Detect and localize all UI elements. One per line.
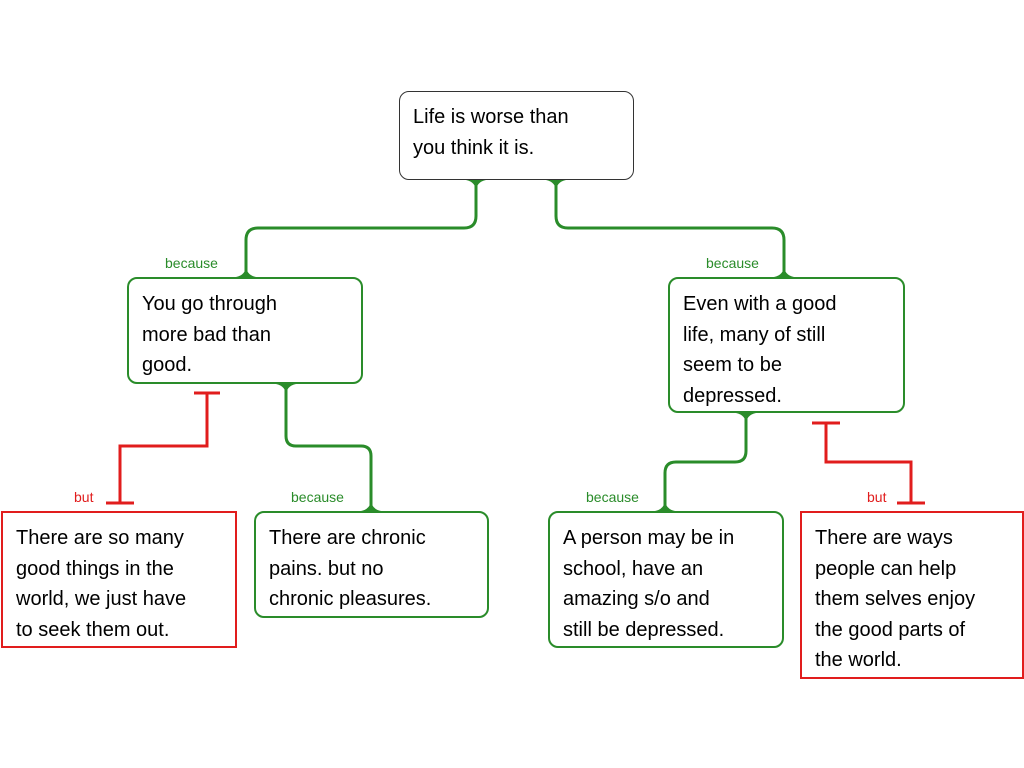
because-label: because [165, 255, 218, 271]
reason-text: You go through more bad than good. [142, 293, 277, 376]
objection-text: There are so many good things in the wor… [16, 527, 187, 641]
reason-text: Even with a good life, many of still see… [683, 293, 837, 407]
objection-text: There are ways people can help them selv… [815, 527, 976, 671]
reason-text: There are chronic pains. but no chronic … [269, 527, 432, 610]
but-label: but [74, 489, 94, 505]
connector-notch [276, 384, 296, 396]
connector-notch [774, 265, 794, 277]
claim-box[interactable]: Life is worse than you think it is. [399, 91, 634, 180]
connector-claim-to-reason-right [554, 181, 786, 277]
connector-reason-left-to-sub [284, 385, 373, 511]
because-label: because [291, 489, 344, 505]
because-label: because [586, 489, 639, 505]
connector-notch [236, 265, 256, 277]
objection-box-right[interactable]: There are ways people can help them selv… [800, 511, 1024, 679]
connector-notch [546, 180, 566, 192]
reason-box-left[interactable]: You go through more bad than good. [127, 277, 363, 384]
connector-objection-right [824, 423, 913, 503]
connector-notch [736, 413, 756, 425]
claim-text: Life is worse than you think it is. [413, 106, 569, 159]
connector-notch [466, 180, 486, 192]
connector-claim-to-reason-left [244, 181, 478, 277]
reason-box-right[interactable]: Even with a good life, many of still see… [668, 277, 905, 413]
but-label: but [867, 489, 887, 505]
reason-text: A person may be in school, have an amazi… [563, 527, 735, 641]
reason-box-left-sub[interactable]: There are chronic pains. but no chronic … [254, 511, 489, 618]
connector-notch [655, 499, 675, 511]
reason-box-right-sub[interactable]: A person may be in school, have an amazi… [548, 511, 784, 648]
objection-box-left[interactable]: There are so many good things in the wor… [1, 511, 237, 648]
connector-notch [361, 499, 381, 511]
connector-objection-left [118, 393, 209, 503]
connector-reason-right-to-sub [663, 414, 748, 511]
because-label: because [706, 255, 759, 271]
